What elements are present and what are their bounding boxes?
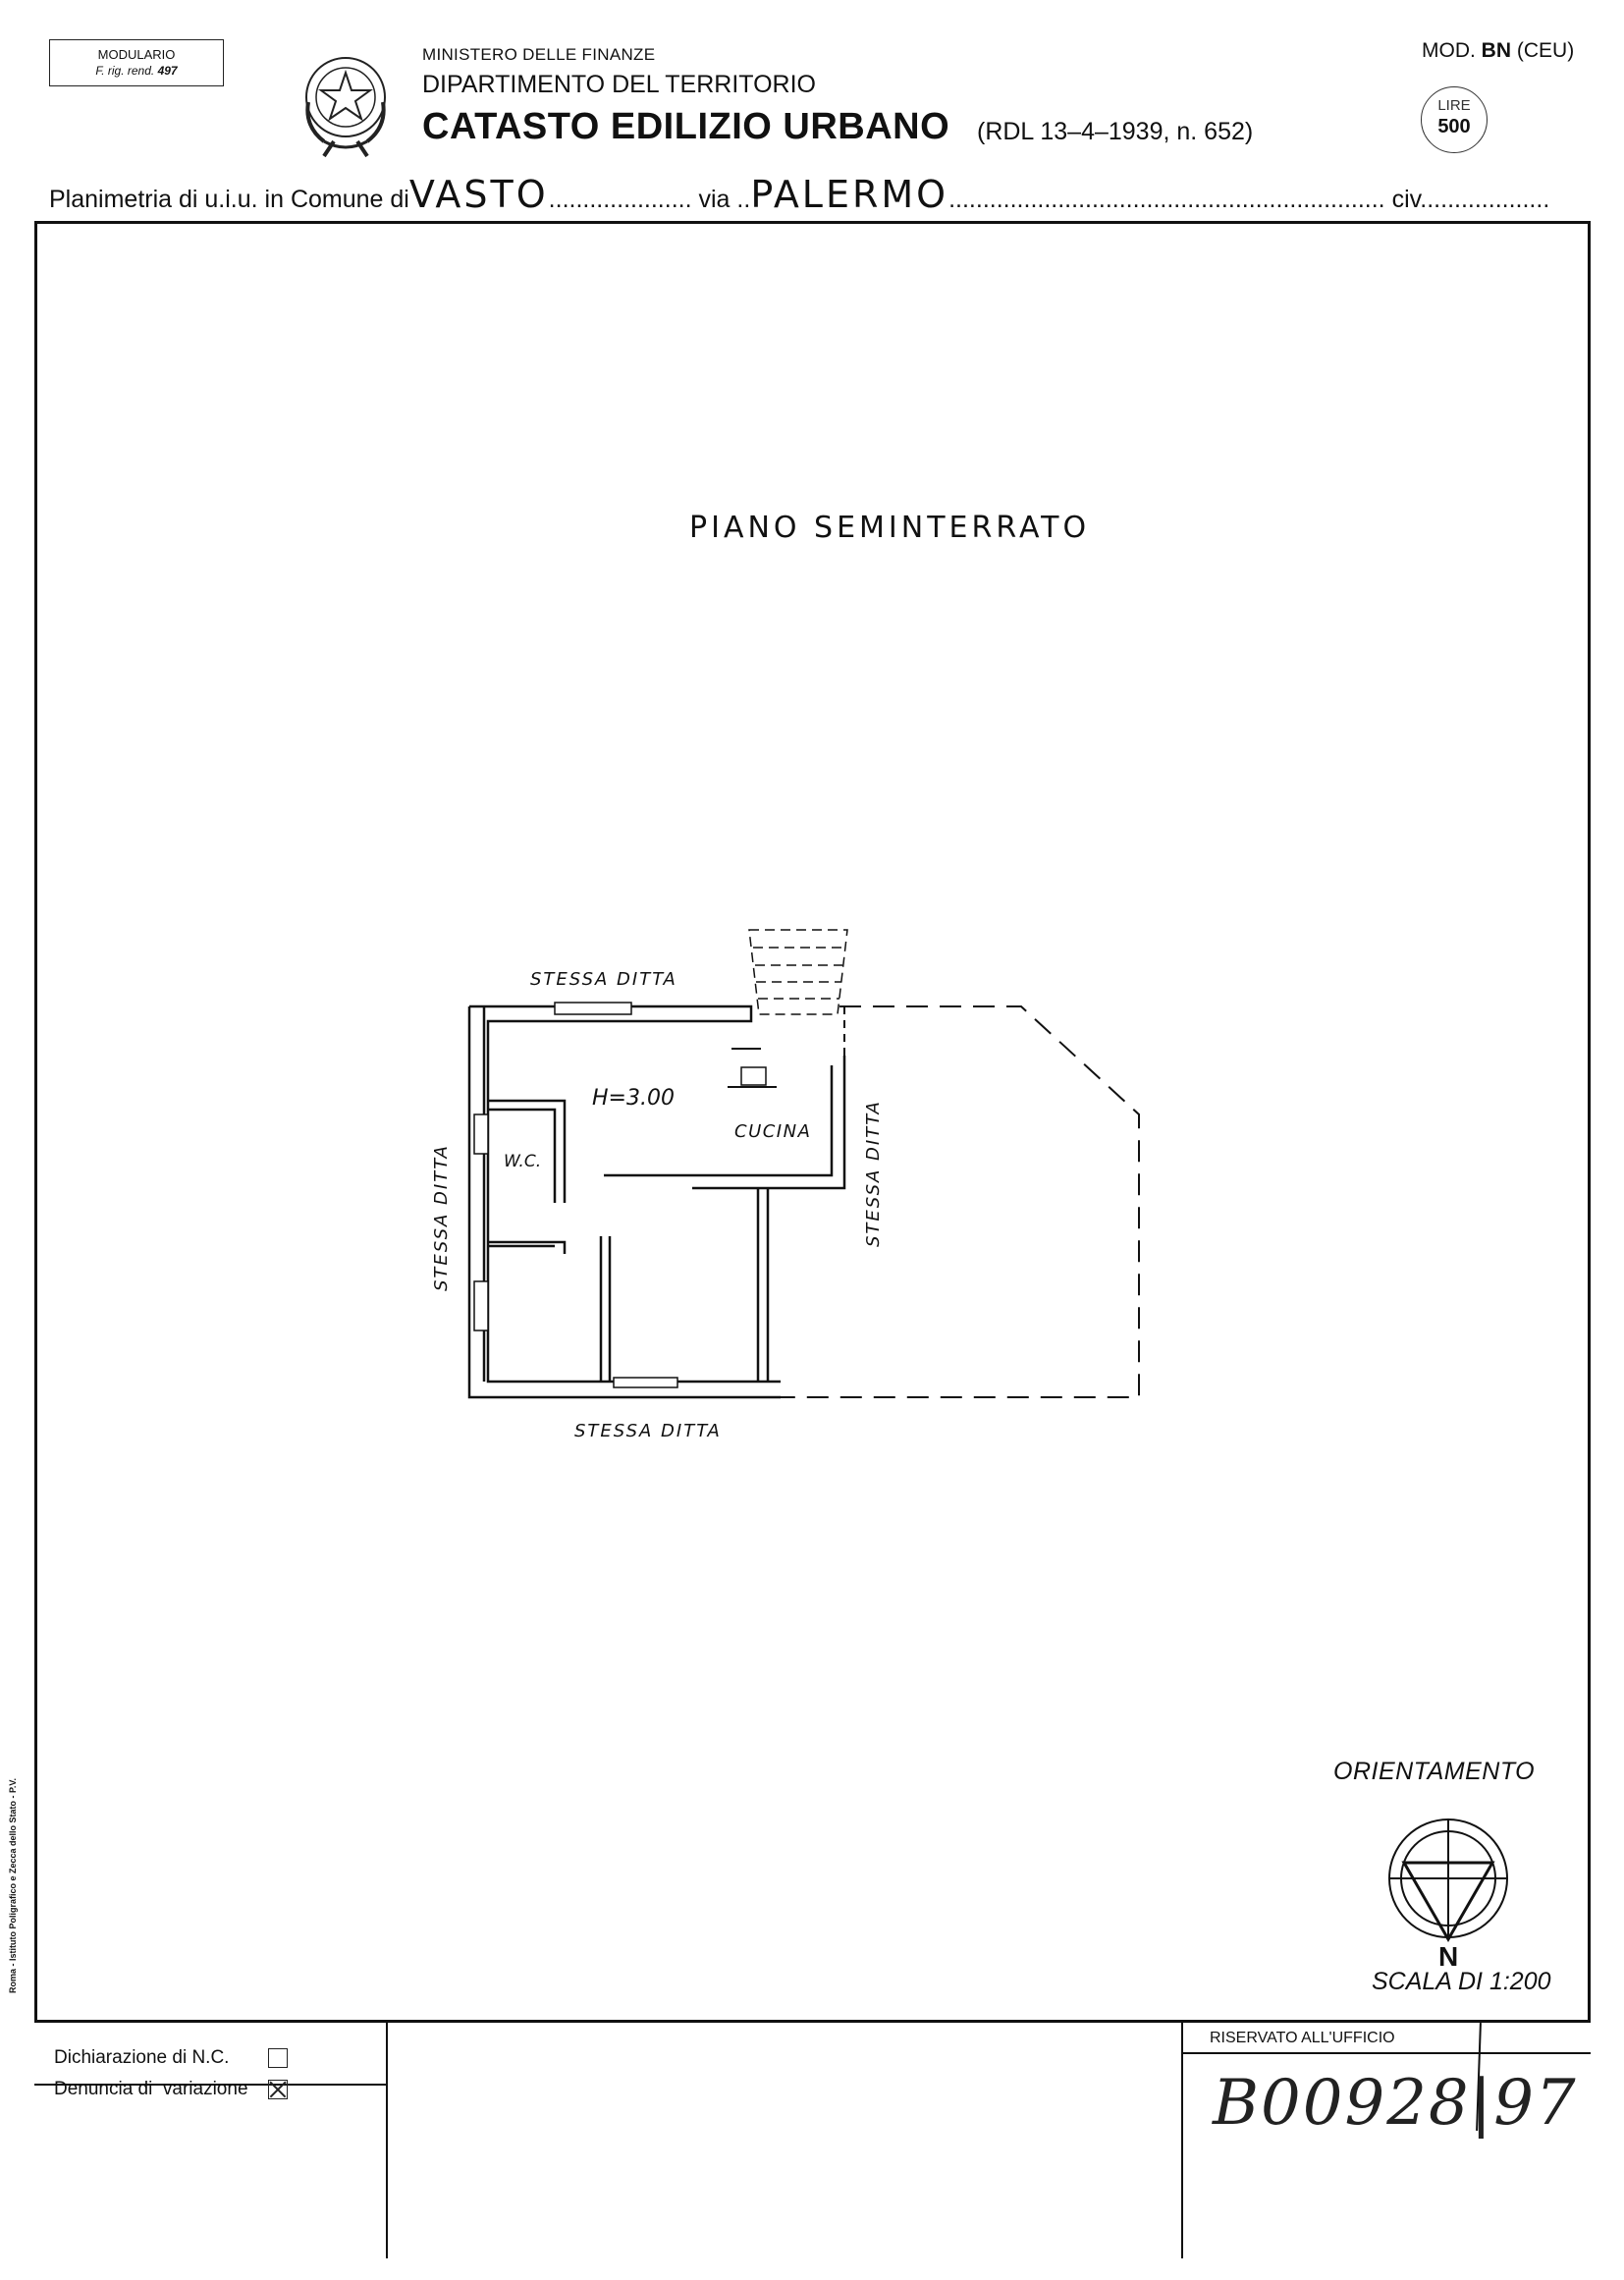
height-label: H=3.00 (592, 1086, 675, 1111)
north-label: N (1438, 1941, 1458, 1972)
modulario-number: 497 (157, 64, 178, 78)
stairs (748, 929, 848, 1015)
printer-note: Roma - Istituto Poligrafico e Zecca dell… (8, 1777, 18, 1993)
floor-plan: PIANO SEMINTERRATO H=3.00 CUCINA (431, 511, 1508, 1972)
modulario-box: MODULARIO F. rig. rend. 497 (49, 39, 224, 86)
via-label: via (698, 186, 731, 213)
lire-value: 500 (1437, 116, 1471, 137)
reserved-office-divider (1183, 2052, 1591, 2054)
declaration-options: Dichiarazione di N.C. Denuncia di variaz… (54, 2042, 289, 2105)
neighbor-bottom-label: STESSA DITTA (574, 1421, 722, 1441)
lire-stamp: LIRE 500 (1421, 86, 1488, 153)
floor-plan-windows (473, 1002, 678, 1388)
plan-location-line: Planimetria di u.i.u. in Comune diVASTO.… (49, 173, 1550, 216)
declaration-column (34, 2023, 388, 2258)
comune-value: VASTO (408, 173, 549, 216)
declaration-nc-checkbox[interactable] (268, 2047, 289, 2068)
drawing-frame (34, 221, 1591, 2023)
form-code: MOD. BN (CEU) (1422, 39, 1574, 63)
protocol-stamp: B00928|97 (1213, 2067, 1578, 2140)
ministry-name: MINISTERO DELLE FINANZE (422, 45, 656, 64)
emblem-icon (305, 57, 386, 158)
wc-label: W.C. (504, 1152, 541, 1171)
comune-label: Planimetria di u.i.u. in Comune di (49, 186, 409, 213)
declaration-variation-label: Denuncia di variazione (54, 2079, 248, 2099)
floor-plan-walls (467, 1004, 846, 1399)
neighbor-left-label: STESSA DITTA (431, 1144, 452, 1291)
declaration-nc-label: Dichiarazione di N.C. (54, 2047, 230, 2068)
department-name: DIPARTIMENTO DEL TERRITORIO (422, 71, 816, 98)
document-title: CATASTO EDILIZIO URBANO (422, 106, 950, 147)
declaration-variation-checkbox[interactable] (267, 2079, 288, 2099)
form-code-prefix: MOD. (1422, 39, 1476, 62)
scale-label: SCALA DI 1:200 (1372, 1968, 1551, 1995)
lire-label: LIRE (1437, 97, 1471, 114)
orientation-label: ORIENTAMENTO (1333, 1758, 1536, 1785)
via-value: PALERMO (750, 173, 949, 216)
form-code-main: BN (1481, 39, 1512, 62)
form-code-suffix: (CEU) (1516, 39, 1575, 62)
floor-title: PIANO SEMINTERRATO (689, 511, 1090, 545)
modulario-line2: F. rig. rend. (95, 64, 155, 78)
outdoor-area-outline (781, 1005, 1140, 1398)
reserved-column-divider (1181, 2023, 1183, 2258)
neighbor-top-label: STESSA DITTA (530, 969, 677, 990)
kitchen-label: CUCINA (734, 1121, 811, 1142)
modulario-line1: MODULARIO (97, 47, 176, 62)
declaration-divider (34, 2084, 388, 2086)
reserved-office-label: RISERVATO ALL'UFFICIO (1210, 2030, 1395, 2046)
law-reference: (RDL 13–4–1939, n. 652) (977, 118, 1254, 145)
compass-icon (1388, 1819, 1508, 1943)
neighbor-right-label: STESSA DITTA (863, 1100, 884, 1247)
civ-label: civ. (1391, 186, 1428, 213)
